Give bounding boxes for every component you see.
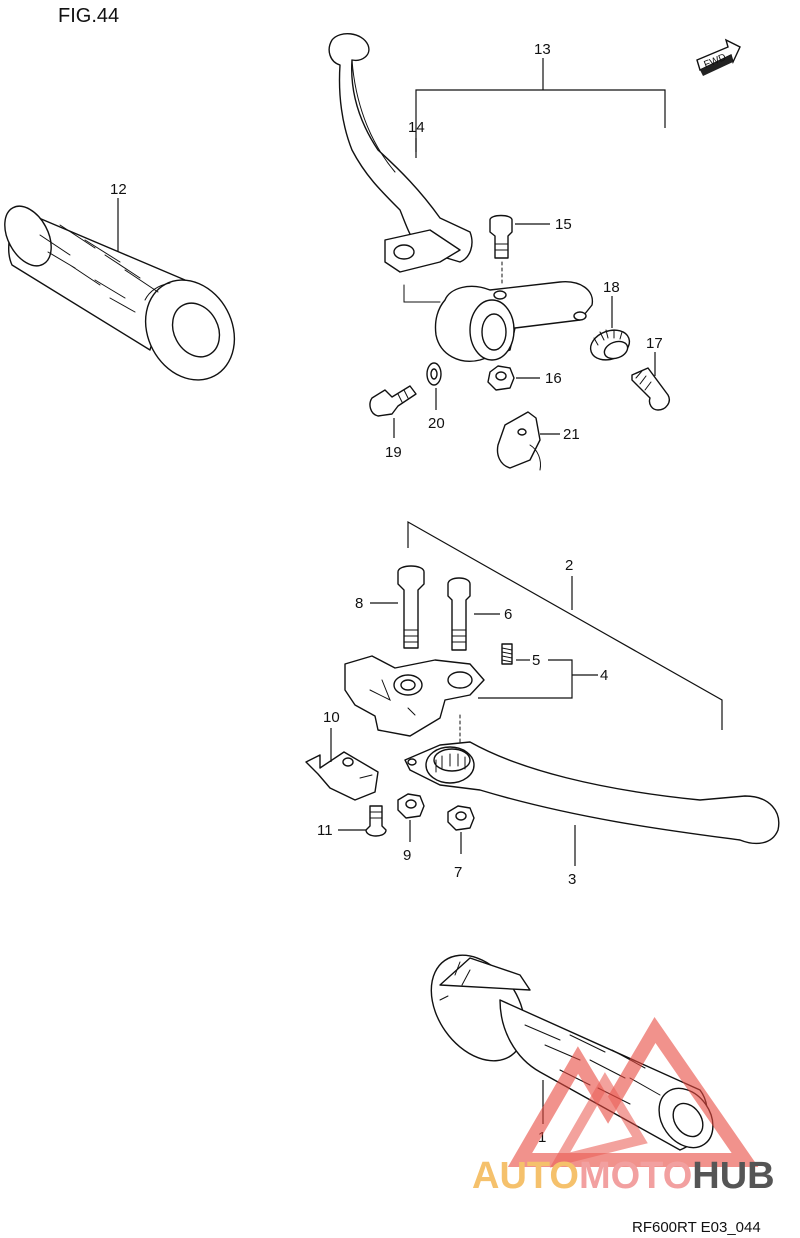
callout-2: 2 bbox=[565, 557, 573, 574]
bolt-19 bbox=[369, 385, 417, 417]
callout-19: 19 bbox=[385, 444, 402, 461]
figure-reference: RF600RT E03_044 bbox=[632, 1219, 761, 1236]
watermark-part-moto: MOTO bbox=[579, 1155, 692, 1197]
brake-bracket bbox=[344, 655, 485, 746]
bracket-13 bbox=[415, 89, 666, 152]
callout-9: 9 bbox=[403, 847, 411, 864]
nut-7 bbox=[447, 805, 475, 831]
switch-10 bbox=[305, 751, 379, 801]
callout-14: 14 bbox=[408, 119, 425, 136]
lever-bracket bbox=[403, 281, 594, 362]
callout-4: 4 bbox=[600, 667, 608, 684]
switch-21 bbox=[496, 411, 541, 471]
spring-5 bbox=[501, 643, 513, 665]
fwd-arrow-icon: FWD bbox=[696, 38, 741, 76]
callout-7: 7 bbox=[454, 864, 462, 881]
clutch-lever bbox=[328, 33, 473, 273]
callout-1: 1 bbox=[538, 1129, 546, 1146]
callout-3: 3 bbox=[568, 871, 576, 888]
screw-11 bbox=[365, 805, 387, 837]
watermark-part-auto: AUTO bbox=[472, 1155, 579, 1197]
callout-11: 11 bbox=[317, 822, 333, 839]
bracket-4 bbox=[478, 659, 573, 699]
callout-20: 20 bbox=[428, 415, 445, 432]
callout-13: 13 bbox=[534, 41, 551, 58]
bolt-17 bbox=[631, 367, 670, 411]
callout-8: 8 bbox=[355, 595, 363, 612]
callout-15: 15 bbox=[555, 216, 572, 233]
callout-6: 6 bbox=[504, 606, 512, 623]
figure-title: FIG.44 bbox=[58, 5, 119, 27]
bracket-2 bbox=[407, 520, 723, 730]
brake-lever-3 bbox=[404, 741, 780, 845]
callout-21: 21 bbox=[563, 426, 580, 443]
callout-5: 5 bbox=[532, 652, 540, 669]
pivot-bolt-6 bbox=[447, 577, 471, 651]
nut-9 bbox=[397, 793, 425, 819]
watermark-text: AUTOMOTOHUB bbox=[472, 1155, 775, 1197]
callout-17: 17 bbox=[646, 335, 663, 352]
callout-18: 18 bbox=[603, 279, 620, 296]
throttle-grip-1 bbox=[430, 954, 714, 1151]
callout-10: 10 bbox=[323, 709, 340, 726]
adjuster-18 bbox=[589, 329, 631, 361]
pivot-bolt-15 bbox=[489, 214, 513, 286]
watermark-part-hub: HUB bbox=[692, 1155, 774, 1197]
watermark-logo bbox=[507, 1017, 759, 1168]
callout-12: 12 bbox=[110, 181, 127, 198]
nut-16 bbox=[487, 365, 515, 391]
pivot-bolt-8 bbox=[397, 565, 425, 649]
grip-left bbox=[4, 205, 236, 381]
washer-20 bbox=[426, 362, 442, 386]
callout-16: 16 bbox=[545, 370, 562, 387]
